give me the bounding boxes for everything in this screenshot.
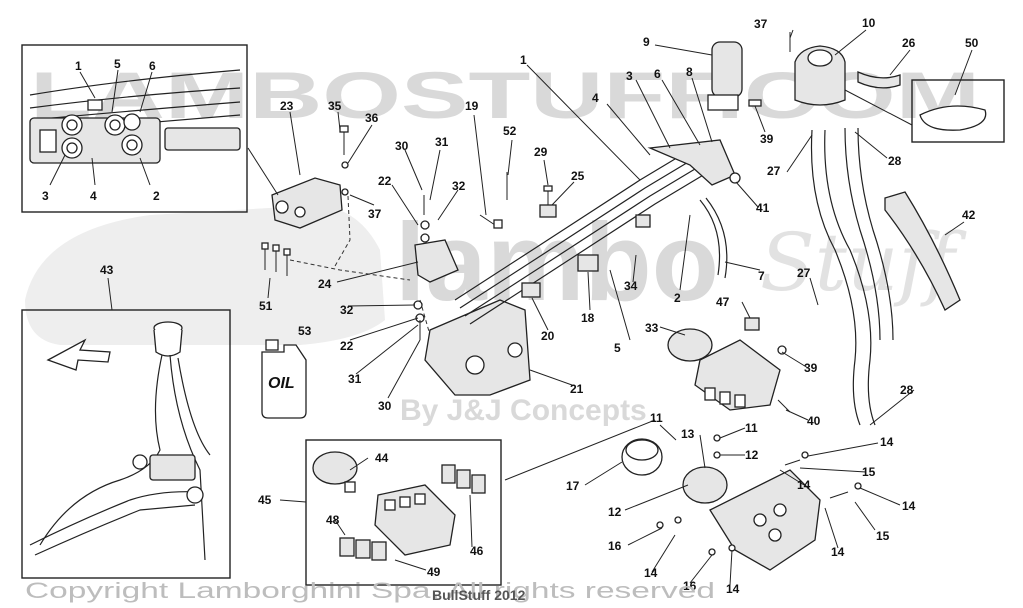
- callout-7: 7: [758, 269, 765, 283]
- inset-valve-detail: [21, 44, 248, 213]
- callout-35: 35: [328, 99, 342, 113]
- inset-vehicle-routing: [21, 309, 231, 579]
- callout-3: 3: [626, 69, 633, 83]
- credit-text: BullStuff 2012: [432, 587, 526, 603]
- callout-2-inset: 2: [153, 189, 160, 203]
- callout-6: 6: [654, 67, 661, 81]
- watermark-sub: By J&J Concepts: [400, 394, 647, 427]
- copyright-text: Copyright Lamborghini Spa. All rights re…: [25, 578, 715, 603]
- callout-29: 29: [534, 145, 548, 159]
- callout-21: 21: [570, 382, 584, 396]
- callout-14-r3: 14: [902, 499, 916, 513]
- callout-13: 13: [681, 427, 695, 441]
- callout-56: 53: [298, 324, 312, 338]
- callout-12-left: 12: [608, 505, 622, 519]
- callout-19: 19: [465, 99, 479, 113]
- callout-17: 17: [566, 479, 580, 493]
- callout-31-top: 31: [435, 135, 449, 149]
- callout-30-bottom: 30: [378, 399, 392, 413]
- callout-12-right: 12: [745, 448, 759, 462]
- callout-27-mid: 27: [797, 266, 811, 280]
- callout-39: 39: [760, 132, 774, 146]
- callout-11-left: 11: [650, 411, 663, 425]
- callout-27-top: 27: [767, 164, 781, 178]
- callout-14-bottom: 14: [726, 582, 740, 596]
- callout-26: 26: [902, 36, 916, 50]
- callout-32-top: 32: [452, 179, 466, 193]
- callout-50: 49: [427, 565, 441, 579]
- callout-4-inset: 4: [90, 189, 97, 203]
- callout-49: 48: [326, 513, 340, 527]
- callout-16-bottom: 16: [683, 579, 697, 593]
- callout-28-bottom: 28: [900, 383, 914, 397]
- callout-34: 34: [624, 279, 638, 293]
- callout-8: 8: [686, 65, 693, 79]
- callout-6-inset: 6: [149, 59, 156, 73]
- callout-52: 51: [259, 299, 273, 313]
- oil-can: OIL: [261, 339, 307, 419]
- callout-5: 5: [614, 341, 621, 355]
- callout-14-left: 14: [644, 566, 658, 580]
- callout-11-right: 11: [745, 421, 758, 435]
- callout-22-top: 22: [378, 174, 392, 188]
- callout-24: 24: [318, 277, 332, 291]
- callout-16-left: 16: [608, 539, 622, 553]
- callout-10: 10: [862, 16, 876, 30]
- callout-44: 43: [100, 263, 114, 277]
- callout-45: 44: [375, 451, 389, 465]
- arrow-front-icon: [46, 338, 111, 371]
- callout-41: 40: [807, 414, 821, 428]
- callout-14-r4: 14: [831, 545, 845, 559]
- callout-38: 37: [754, 17, 768, 31]
- callout-33: 33: [645, 321, 659, 335]
- callout-43: 42: [962, 208, 976, 222]
- callout-25: 25: [571, 169, 585, 183]
- callout-40: 39: [804, 361, 818, 375]
- callout-14-r1: 14: [880, 435, 894, 449]
- main-assembly: [261, 32, 1005, 571]
- callout-51: 50: [965, 36, 979, 50]
- callout-5-inset: 5: [114, 57, 121, 71]
- callout-37: 37: [368, 207, 382, 221]
- callout-53: 52: [503, 124, 517, 138]
- callout-48: 47: [716, 295, 730, 309]
- callout-46: 45: [258, 493, 272, 507]
- callout-23: 23: [280, 99, 294, 113]
- callout-32-bottom: 32: [340, 303, 354, 317]
- callout-31-bottom: 31: [348, 372, 362, 386]
- callout-4: 4: [592, 91, 599, 105]
- callout-20: 20: [541, 329, 555, 343]
- callout-15-r1: 15: [862, 465, 876, 479]
- callout-1-inset: 1: [75, 59, 82, 73]
- callout-15-r2: 15: [876, 529, 890, 543]
- callout-3-inset: 3: [42, 189, 49, 203]
- callout-30-top: 30: [395, 139, 409, 153]
- watermark-car-shape: [25, 205, 385, 345]
- callout-28-top: 28: [888, 154, 902, 168]
- callout-9: 9: [643, 35, 650, 49]
- inset-accumulator-kit: [305, 439, 502, 586]
- callout-22-bottom: 22: [340, 339, 354, 353]
- callout-42: 41: [756, 201, 770, 215]
- callout-18: 18: [581, 311, 595, 325]
- callout-labels: 1 5 6 3 4 2 43 23 35 36 37 51 53 30 31 2…: [42, 16, 979, 596]
- callout-2: 2: [674, 291, 681, 305]
- callout-47: 46: [470, 544, 484, 558]
- leader-lines: [49, 29, 973, 586]
- footer: Copyright Lamborghini Spa. All rights re…: [25, 578, 715, 603]
- callout-1: 1: [520, 53, 527, 67]
- oil-can-label: OIL: [268, 375, 295, 392]
- callout-14-r2: 14: [797, 478, 811, 492]
- callout-36: 36: [365, 111, 379, 125]
